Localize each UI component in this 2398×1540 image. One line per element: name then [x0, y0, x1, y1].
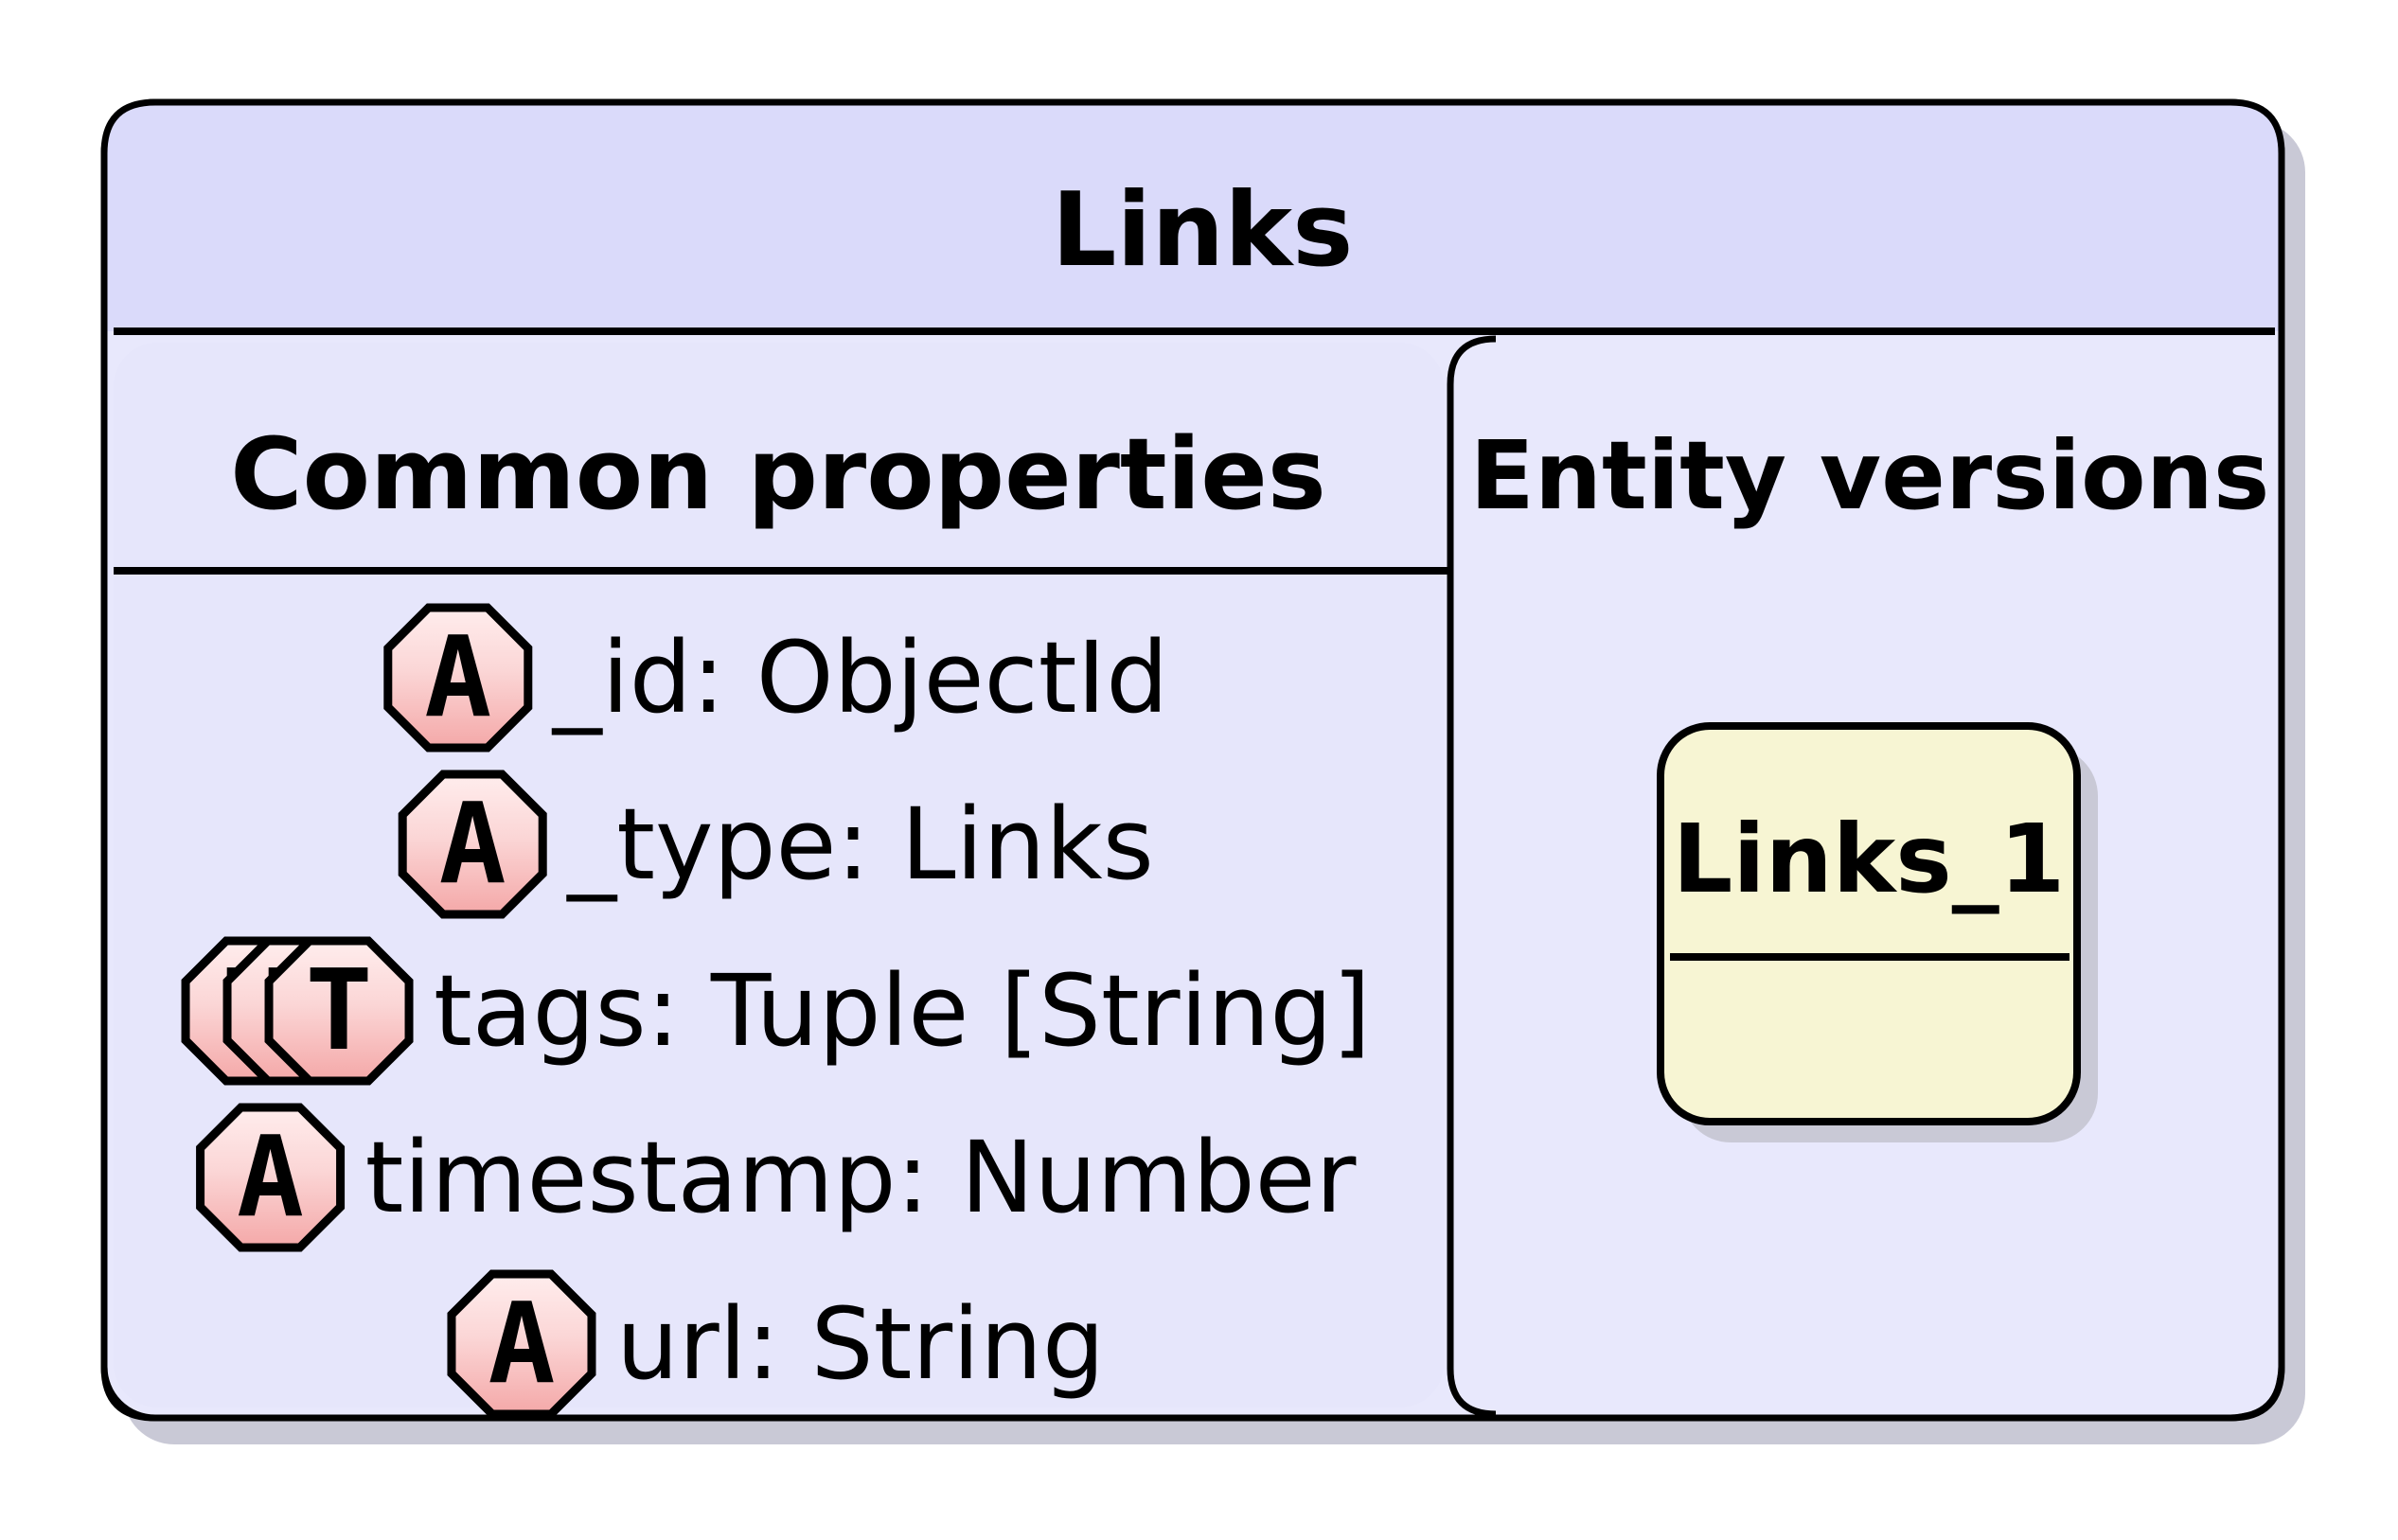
- icon-letter: T: [306, 945, 373, 1075]
- entity-versions-border: [1447, 335, 1497, 1418]
- entity-versions-title: Entity versions: [1470, 420, 2270, 531]
- attribute-row: A _id: ObjectId: [383, 603, 1168, 752]
- attribute-type-icon: [398, 770, 547, 919]
- entity-versions-panel: Entity versions Links_1: [1447, 335, 2278, 1418]
- links-header-band: [107, 105, 2279, 331]
- entity-links-1[interactable]: Links_1: [1657, 722, 2098, 1142]
- attribute-row: TTTtags: Tuple [String]: [181, 936, 1371, 1086]
- icon-letter: A: [439, 778, 506, 909]
- entity-links-1-name: Links_1: [1673, 804, 2066, 914]
- icon-letter: A: [424, 611, 491, 742]
- links-title: Links: [1052, 171, 1354, 290]
- attribute-label: tags: Tuple [String]: [434, 953, 1371, 1069]
- attribute-row: A _type: Links: [398, 770, 1154, 919]
- entity-links-1-body: [1657, 722, 2081, 1125]
- attribute-label: _id: ObjectId: [551, 620, 1168, 735]
- icon-letter: A: [488, 1278, 555, 1408]
- links-container-outline: [100, 98, 2285, 1422]
- tuple-type-icon: [264, 936, 414, 1086]
- common-properties-title: Common properties: [230, 416, 1325, 532]
- common-properties-panel: Common properties A_id: ObjectIdA_type: …: [114, 343, 1450, 1419]
- attribute-type-icon: [196, 1103, 346, 1252]
- attribute-label: timestamp: Number: [365, 1120, 1357, 1235]
- icon-letter: A: [237, 1111, 304, 1242]
- attribute-label: _type: Links: [565, 787, 1154, 902]
- attribute-type-icon: [383, 603, 533, 752]
- attribute-label: url: String: [616, 1286, 1105, 1402]
- attribute-type-icon: [447, 1269, 596, 1419]
